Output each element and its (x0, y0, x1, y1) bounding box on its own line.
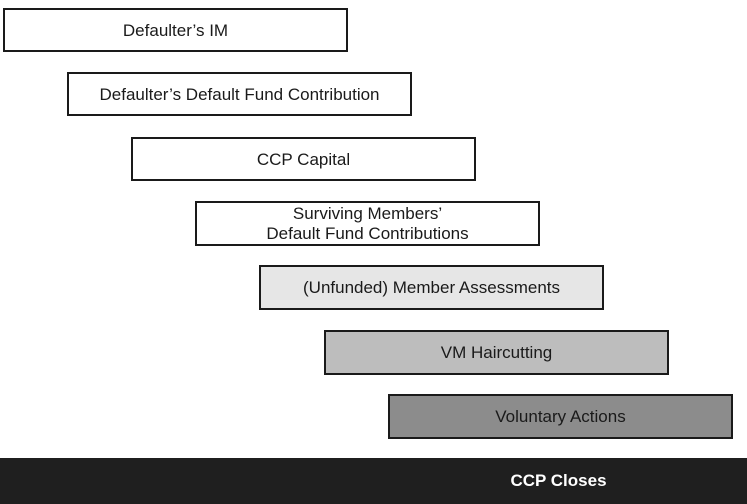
step-defaulters-default-fund-contribution: Defaulter’s Default Fund Contribution (67, 72, 412, 116)
step-surviving-members-default-fund-contributions: Surviving Members’ Default Fund Contribu… (195, 201, 540, 246)
step-ccp-capital: CCP Capital (131, 137, 476, 181)
step-voluntary-actions: Voluntary Actions (388, 394, 733, 439)
step-vm-haircutting: VM Haircutting (324, 330, 669, 375)
step-defaulters-im: Defaulter’s IM (3, 8, 348, 52)
ccp-closes-banner: CCP Closes (0, 458, 747, 504)
ccp-closes-label: CCP Closes (510, 471, 607, 490)
step-unfunded-member-assessments: (Unfunded) Member Assessments (259, 265, 604, 310)
